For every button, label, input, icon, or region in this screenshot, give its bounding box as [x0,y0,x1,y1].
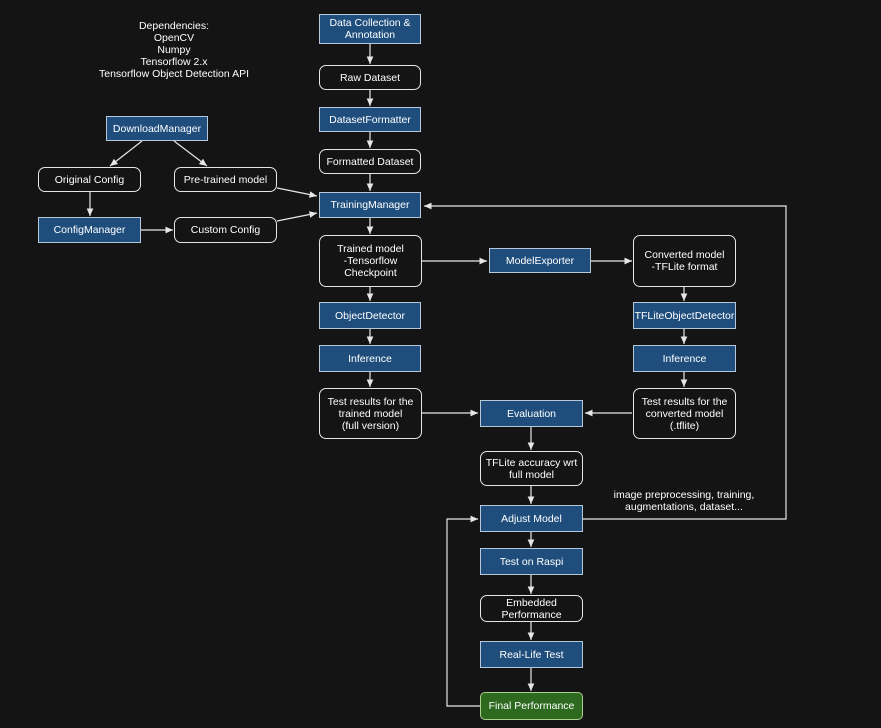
inference-tflite-node[interactable]: Inference [633,345,736,372]
raw-dataset-node[interactable]: Raw Dataset [319,65,421,90]
adjust-model-node[interactable]: Adjust Model [480,505,583,532]
tflite-object-detector-node[interactable]: TFLiteObjectDetector [633,302,736,329]
data-collection-node[interactable]: Data Collection & Annotation [319,14,421,44]
dataset-formatter-node[interactable]: DatasetFormatter [319,107,421,132]
converted-model-node[interactable]: Converted model -TFLite format [633,235,736,287]
download-manager-node[interactable]: DownloadManager [106,116,208,141]
edge-download-to-pretrained [173,140,208,167]
real-life-test-node[interactable]: Real-Life Test [480,641,583,668]
training-manager-node[interactable]: TrainingManager [319,192,421,218]
embedded-performance-node[interactable]: Embedded Performance [480,595,583,622]
test-on-raspi-node[interactable]: Test on Raspi [480,548,583,575]
edge-custom-to-training [276,211,318,222]
adjust-feedback-note: image preprocessing, training, augmentat… [613,489,755,513]
final-performance-node[interactable]: Final Performance [480,692,583,720]
test-results-full-node[interactable]: Test results for the trained model (full… [319,388,422,439]
inference-tf-node[interactable]: Inference [319,345,421,372]
custom-config-node[interactable]: Custom Config [174,217,277,243]
model-exporter-node[interactable]: ModelExporter [489,248,591,273]
config-manager-node[interactable]: ConfigManager [38,217,141,243]
test-results-tflite-node[interactable]: Test results for the converted model (.t… [633,388,736,439]
tflite-accuracy-node[interactable]: TFLite accuracy wrt full model [480,451,583,486]
formatted-dataset-node[interactable]: Formatted Dataset [319,149,421,174]
edge-adjust-to-training-feedback [424,202,787,520]
original-config-node[interactable]: Original Config [38,167,141,192]
pretrained-model-node[interactable]: Pre-trained model [174,167,277,192]
trained-model-node[interactable]: Trained model -Tensorflow Checkpoint [319,235,422,287]
object-detector-node[interactable]: ObjectDetector [319,302,421,329]
edge-final-to-adjust-loop [446,515,480,707]
edge-download-to-original [109,140,143,167]
evaluation-node[interactable]: Evaluation [480,400,583,427]
edge-pretrained-to-training [276,187,318,198]
dependencies-note: Dependencies: OpenCV Numpy Tensorflow 2.… [99,20,249,80]
